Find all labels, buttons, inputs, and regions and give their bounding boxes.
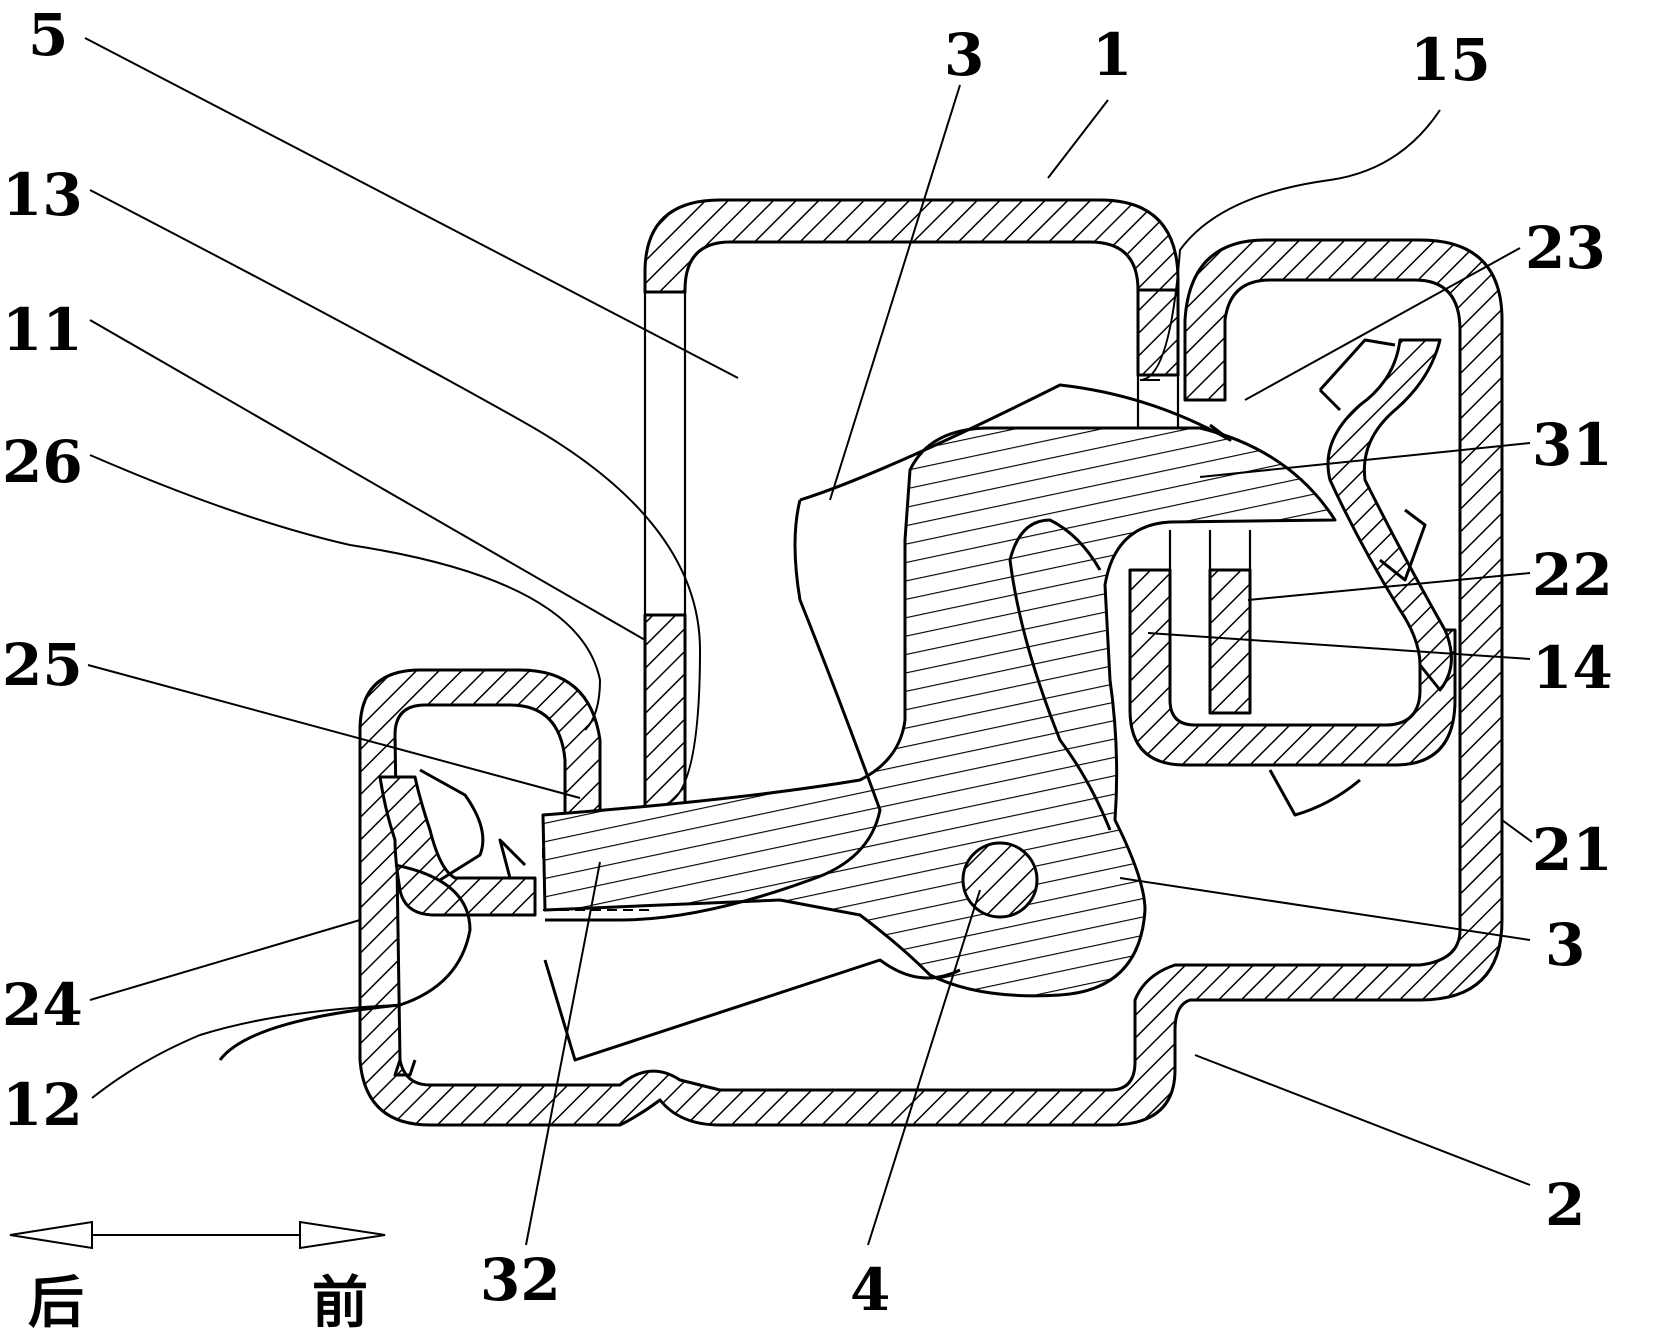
- label-22: 22: [1532, 541, 1613, 609]
- label-26: 26: [2, 428, 83, 496]
- label-21: 21: [1532, 816, 1613, 884]
- direction-front-label: 前: [312, 1271, 368, 1336]
- label-31: 31: [1532, 411, 1613, 479]
- label-3-top: 3: [944, 21, 984, 89]
- label-2: 2: [1545, 1171, 1585, 1239]
- label-15: 15: [1410, 26, 1491, 94]
- label-11: 11: [2, 296, 83, 364]
- label-5: 5: [28, 1, 68, 69]
- label-32: 32: [480, 1246, 561, 1314]
- label-1: 1: [1092, 21, 1132, 89]
- label-12: 12: [2, 1071, 83, 1139]
- label-3-right: 3: [1545, 911, 1585, 979]
- direction-back-label: 后: [28, 1271, 84, 1336]
- label-14: 14: [1532, 634, 1613, 702]
- label-23: 23: [1525, 214, 1606, 282]
- label-25: 25: [2, 631, 83, 699]
- label-4: 4: [850, 1256, 890, 1324]
- label-13: 13: [2, 161, 83, 229]
- direction-arrow: 后 前: [10, 1222, 385, 1336]
- label-24: 24: [2, 971, 83, 1039]
